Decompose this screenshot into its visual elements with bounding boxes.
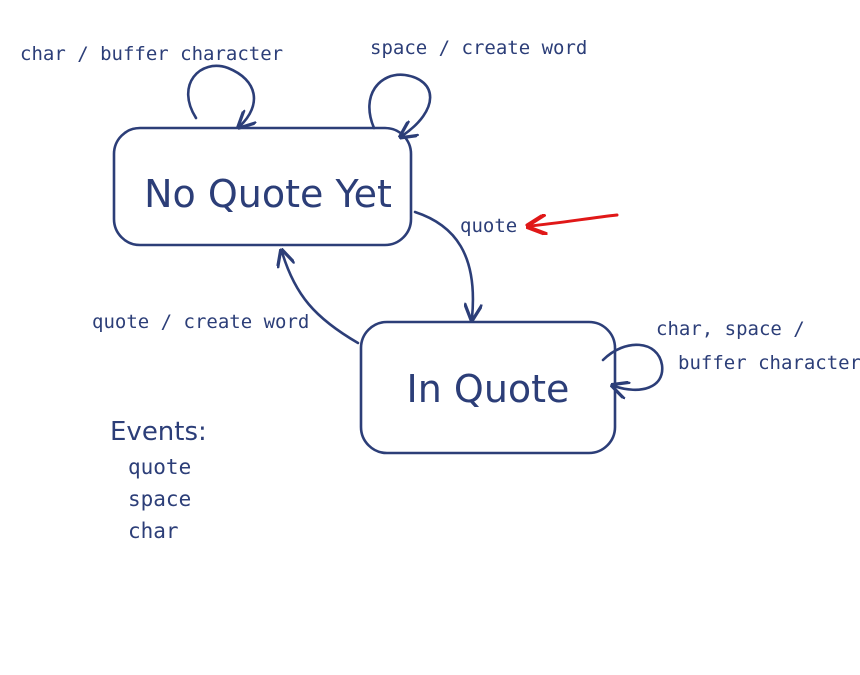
self-loop-char-arrow: [186, 64, 254, 126]
event-item: space: [128, 487, 191, 511]
state-in-quote: In Quote: [359, 320, 617, 455]
event-item: char: [128, 519, 179, 543]
event-item: quote: [128, 455, 191, 479]
highlight-pointer-arrow: [530, 213, 619, 226]
transition-quote-create-word-arrow: [282, 252, 360, 345]
events-legend: Events: quote space char: [110, 417, 207, 543]
self-loop-space-arrow: [368, 73, 432, 136]
events-title: Events:: [110, 417, 207, 447]
state-no-quote-yet-label: No Quote Yet: [144, 172, 392, 216]
transition-quote-create-word-label: quote / create word: [92, 311, 309, 333]
self-loop-space-label: space / create word: [370, 37, 587, 59]
self-loop-in-quote-label-line2: buffer character: [678, 352, 860, 374]
state-in-quote-label: In Quote: [407, 367, 570, 411]
state-no-quote-yet: No Quote Yet: [112, 126, 413, 247]
transition-quote-arrow: [413, 210, 473, 318]
state-no-quote-yet-box: [112, 126, 413, 247]
self-loop-in-quote-arrow: [601, 343, 664, 390]
self-loop-char-label: char / buffer character: [20, 43, 283, 65]
transition-quote-label: quote: [460, 215, 517, 237]
self-loop-in-quote-label-line1: char, space /: [656, 318, 805, 340]
